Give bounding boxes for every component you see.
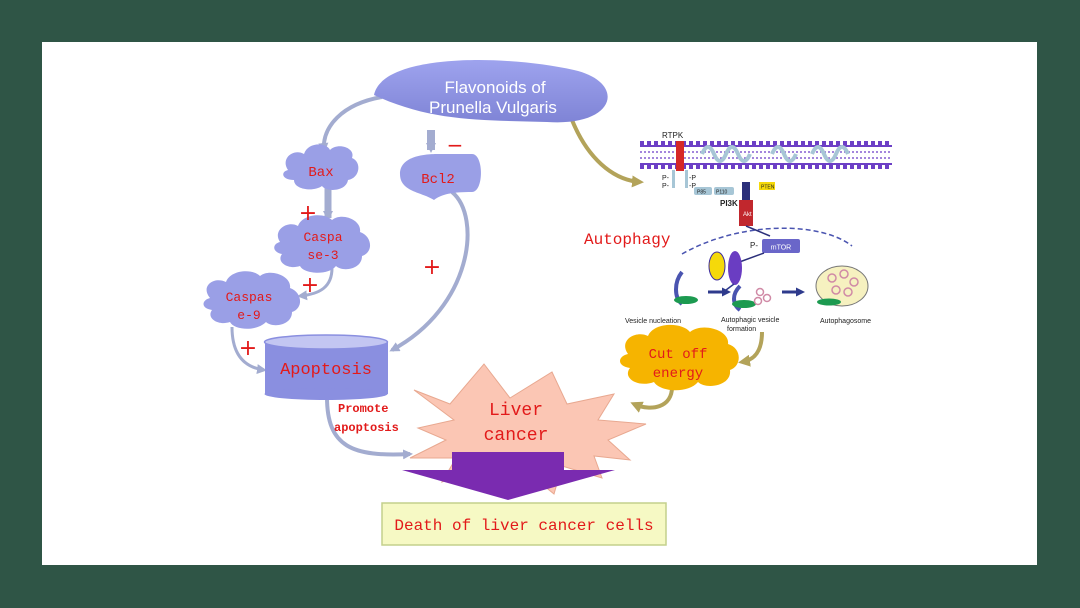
apoptosis-cylinder-top <box>263 334 389 350</box>
flavonoids-label-line1: Flavonoids of <box>444 78 545 97</box>
mtor-label: mTOR <box>771 245 791 252</box>
caspase9-label-line2: e-9 <box>237 308 260 323</box>
ulk-purple <box>728 251 742 285</box>
left-arrows <box>230 95 470 460</box>
plus-sign-caspase9-apoptosis: + <box>239 336 257 361</box>
liver-cancer-label-line1: Liver <box>489 401 543 421</box>
death-node: Death of liver cancer cells <box>381 502 667 546</box>
pten-label: PTEN <box>761 185 775 191</box>
arrow-flavonoids-to-bax <box>318 95 383 153</box>
arrow-bcl2-to-apoptosis <box>389 190 470 352</box>
plus-sign-bax-caspase3: + <box>299 201 317 226</box>
p85-subunit <box>694 187 712 195</box>
flavonoid-mechanism-diagram: Flavonoids of Prunella Vulgaris Bax Bcl2… <box>203 60 892 546</box>
flavonoids-ellipse <box>374 60 608 123</box>
promote-label-line2: apoptosis <box>334 421 399 435</box>
caspase9-node: Caspas e-9 <box>203 271 301 329</box>
promote-label-line1: Promote <box>338 402 388 416</box>
bcl2-node: Bcl2 <box>400 154 481 200</box>
small-vesicle-2 <box>762 293 772 303</box>
death-box <box>381 502 667 546</box>
akt-box <box>739 200 753 226</box>
arrow-apoptosis-to-liver-cancer <box>325 396 413 460</box>
akt-to-mtor-line <box>745 225 771 237</box>
plus-sign-caspase3-caspase9: + <box>301 273 319 298</box>
apoptosis-label: Apoptosis <box>280 361 372 380</box>
arrow-autophagosome-to-cut-off <box>738 331 764 367</box>
p110-label: P110 <box>716 190 728 196</box>
caspase3-node: Caspa se-3 <box>274 215 371 273</box>
p-mark-4: -P <box>689 183 696 190</box>
p110-subunit <box>714 187 734 195</box>
arrow-cut-off-to-liver-cancer <box>630 386 674 413</box>
rtpk-receptor <box>676 141 684 171</box>
minus-sign-bcl2: − <box>447 133 464 157</box>
pten-box <box>759 182 775 190</box>
dashed-arc <box>681 227 853 255</box>
p-mark-3: -P <box>689 175 696 182</box>
p85-label: P85 <box>697 190 706 196</box>
plus-sign-bcl2-apoptosis: + <box>423 255 441 280</box>
vesicle-nucleation-label: Vesicle nucleation <box>625 318 681 325</box>
apoptosis-cylinder-body <box>265 342 388 394</box>
arrow-caspase3-to-caspase9 <box>297 267 334 301</box>
bax-cloud <box>283 144 359 190</box>
p-mtor-label: P- <box>750 241 758 250</box>
caspase9-cloud <box>203 271 301 329</box>
diagram-panel: Flavonoids of Prunella Vulgaris Bax Bcl2… <box>42 42 1037 565</box>
autophagosome-shape <box>815 265 869 307</box>
autophagic-vesicle-label-line2: formation <box>727 326 756 333</box>
signs: − + + + + <box>239 133 464 361</box>
ulk-yellow <box>708 251 726 281</box>
apoptosis-node: Apoptosis <box>263 334 389 400</box>
ulk-to-formation-line <box>725 283 735 291</box>
receptor-loops <box>700 145 850 163</box>
phagophore-2 <box>732 284 742 312</box>
flavonoids-label-line2: Prunella Vulgaris <box>429 98 557 117</box>
arrow-caspase9-to-apoptosis <box>230 326 267 375</box>
vesicle-protein-2 <box>732 300 756 308</box>
flavonoids-node: Flavonoids of Prunella Vulgaris <box>374 60 608 123</box>
rtpk-stem-right <box>685 170 688 188</box>
death-label: Death of liver cancer cells <box>394 517 653 535</box>
bcl2-label: Bcl2 <box>421 172 455 188</box>
cut-off-node: Cut off energy <box>620 324 739 391</box>
small-vesicle-3 <box>753 296 763 306</box>
pi3k-label: PI3K <box>720 199 738 208</box>
big-down-arrow <box>402 452 615 500</box>
cut-off-label-line1: Cut off <box>649 347 708 363</box>
bcl2-shape <box>400 154 481 200</box>
cut-off-cloud <box>620 324 739 391</box>
caspase3-cloud <box>274 215 371 273</box>
apoptosis-cylinder-bottom <box>264 388 388 400</box>
caspase3-label-line2: se-3 <box>307 248 338 263</box>
liver-cancer-label-line2: cancer <box>484 426 549 446</box>
small-vesicle-1 <box>755 287 765 297</box>
caspase9-label-line1: Caspas <box>226 290 273 305</box>
p-mark-2: P- <box>662 183 670 190</box>
bax-label: Bax <box>308 165 333 181</box>
mtor-box <box>762 239 800 253</box>
rtpk-label: RTPK <box>662 131 684 140</box>
p-mark-1: P- <box>662 175 670 182</box>
cut-off-label-line2: energy <box>653 366 703 382</box>
rtpk-stem-left <box>672 170 675 188</box>
akt-bar-top <box>742 182 750 200</box>
akt-label: Akt <box>743 212 752 218</box>
pathway-illustration: RTPK P- P- -P -P P85 P110 PI3K PTEN Akt … <box>625 131 892 333</box>
autophagy-label: Autophagy <box>584 231 671 249</box>
bax-node: Bax <box>283 144 359 190</box>
caspase3-label-line1: Caspa <box>303 230 342 245</box>
autophagosome-label: Autophagosome <box>820 318 871 325</box>
right-arrows <box>570 119 764 413</box>
arrow-flavonoids-to-pathway <box>570 119 644 188</box>
vesicle-protein-1 <box>674 296 698 304</box>
autophagic-vesicle-label-line1: Autophagic vesicle <box>721 317 779 324</box>
